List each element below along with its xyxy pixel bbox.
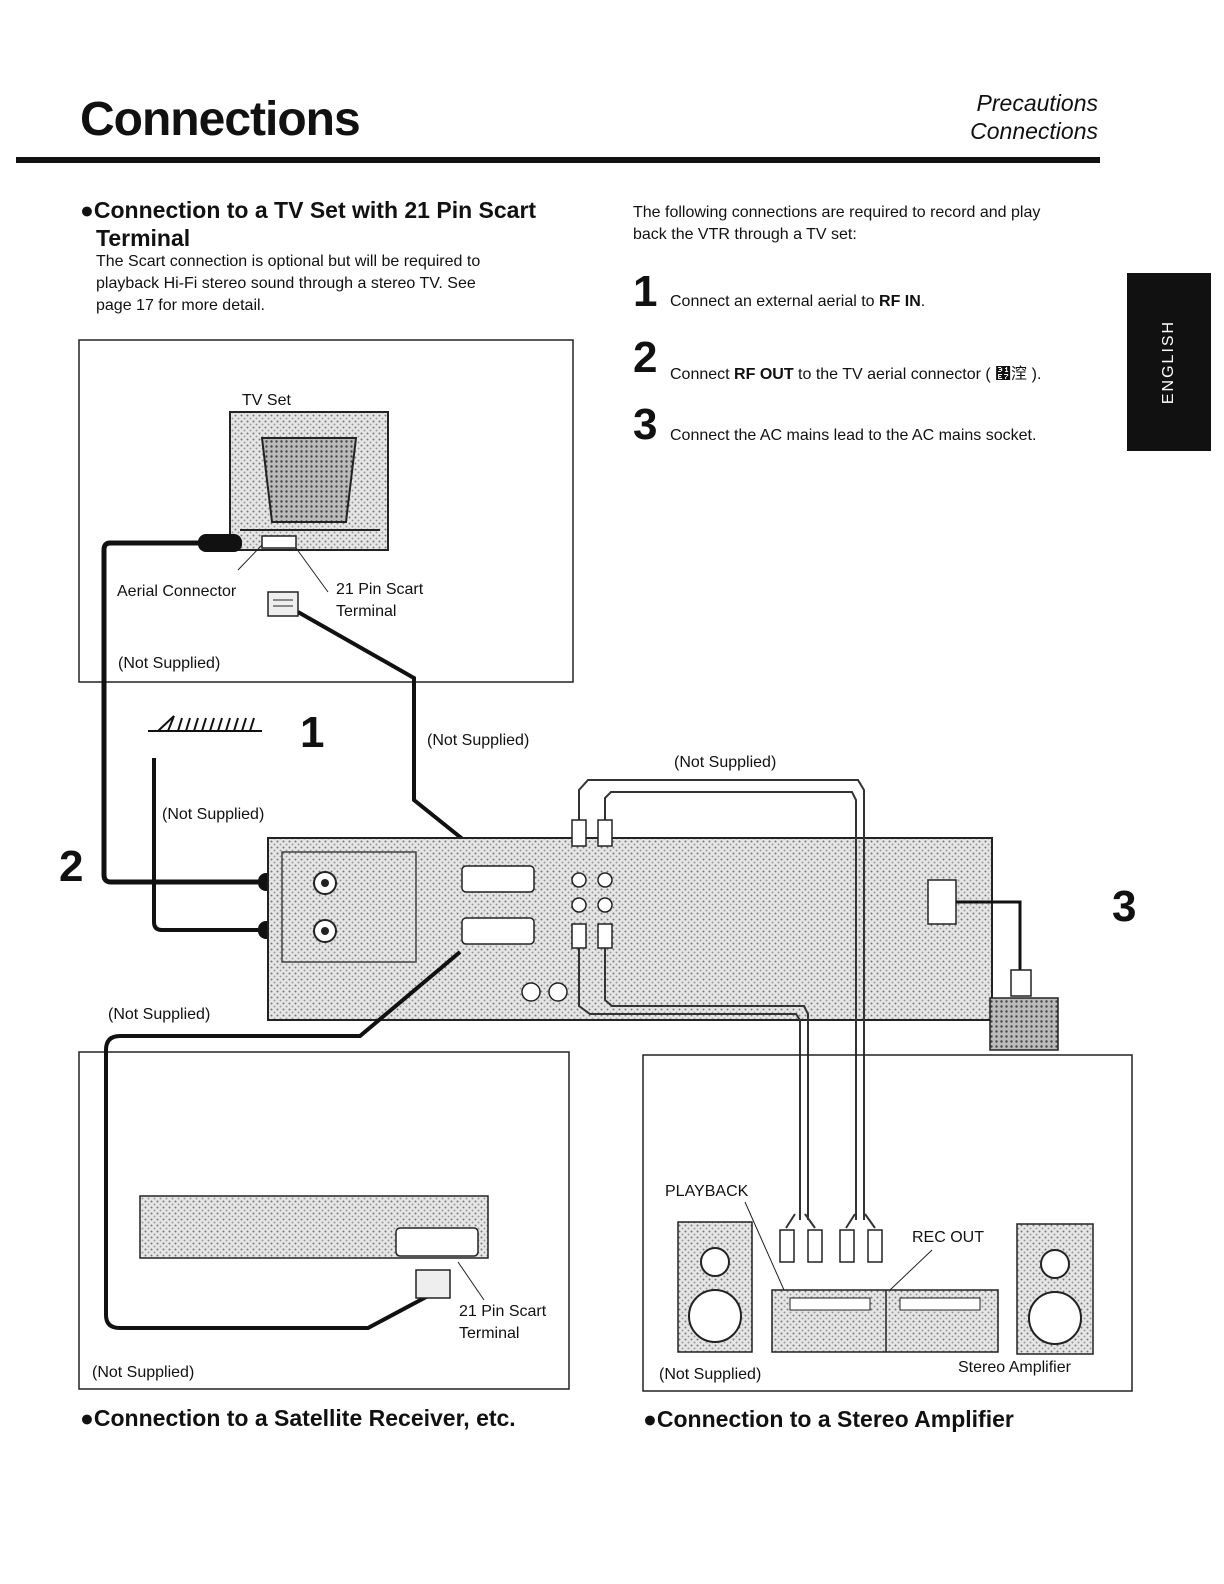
step-number: 2 — [633, 333, 658, 382]
step-1: 1 — [633, 270, 657, 314]
playback-leader — [744, 1201, 785, 1291]
label-not-supplied-satellite-scart: (Not Supplied) — [108, 1006, 211, 1023]
description-line: playback Hi-Fi stereo sound through a st… — [96, 275, 476, 292]
intro-line: The following connections are required t… — [633, 204, 1041, 221]
step-2-text: Connect RF OUT to the TV aerial connecto… — [670, 360, 1041, 384]
instructions-intro: The following connections are required t… — [633, 202, 1103, 246]
tv-section-description: The Scart connection is optional but wil… — [96, 251, 536, 317]
caption-satellite: ●Connection to a Satellite Receiver, etc… — [80, 1405, 516, 1431]
label-not-supplied-rca: (Not Supplied) — [674, 754, 777, 771]
step-3-text: Connect the AC mains lead to the AC main… — [670, 427, 1036, 445]
rca-split — [785, 1213, 876, 1229]
tv-section-heading-line2: Terminal — [96, 225, 191, 251]
tv-diagram-box — [78, 339, 574, 683]
tv-set-icon — [229, 411, 389, 551]
ac-plug — [1010, 969, 1032, 997]
rca-cables — [578, 779, 865, 1220]
scart-terminal-leader — [295, 547, 329, 593]
satellite-receiver-icon — [139, 1195, 489, 1259]
label-not-supplied-aerial: (Not Supplied) — [162, 806, 265, 823]
intro-line: back the VTR through a TV set: — [633, 226, 857, 243]
label-line: Terminal — [336, 603, 397, 620]
page-title: Connections — [80, 93, 361, 146]
label-aerial-connector: Aerial Connector — [117, 583, 237, 600]
speaker-right-icon — [1016, 1223, 1094, 1355]
tv-scart-cable — [267, 591, 472, 847]
label-line: 21 Pin Scart — [336, 581, 424, 598]
step-bold: RF IN — [879, 293, 921, 310]
step-3: 3 — [633, 403, 657, 447]
stereo-diagram-box — [642, 1054, 1133, 1392]
step-number: 3 — [633, 400, 658, 449]
callout-3: 3 — [1112, 882, 1137, 931]
label-not-supplied-tv: (Not Supplied) — [118, 655, 221, 672]
breadcrumb-connections[interactable]: Connections — [970, 118, 1098, 144]
language-tab[interactable]: ENGLISH — [1127, 273, 1211, 451]
satellite-scart-cable — [104, 950, 485, 1330]
label-not-supplied-scart: (Not Supplied) — [427, 732, 530, 749]
speaker-left-icon — [677, 1221, 753, 1353]
step-number: 1 — [633, 267, 658, 316]
step-text: Connect an external aerial to — [670, 293, 880, 310]
description-line: The Scart connection is optional but wil… — [96, 253, 481, 270]
label-stereo-amplifier: Stereo Amplifier — [958, 1359, 1071, 1376]
step-2: 2 — [633, 336, 657, 380]
aerial-lead — [152, 758, 258, 932]
label-playback: PLAYBACK — [665, 1183, 749, 1200]
label-tv-set: TV Set — [242, 392, 291, 409]
caption-stereo: ●Connection to a Stereo Amplifier — [643, 1406, 1014, 1432]
step-text: . — [920, 293, 926, 310]
rca-plugs — [571, 819, 883, 1263]
title-rule — [16, 157, 1100, 163]
step-text: Connect the AC mains lead to the AC main… — [670, 427, 1037, 444]
description-line: page 17 for more detail. — [96, 297, 265, 314]
tv-section-heading-line1: ●Connection to a TV Set with 21 Pin Scar… — [80, 197, 537, 223]
label-rec-out: REC OUT — [912, 1229, 984, 1246]
step-bold: RF OUT — [734, 366, 794, 383]
label-line: Terminal — [459, 1325, 520, 1342]
label-not-supplied-satellite: (Not Supplied) — [92, 1364, 195, 1381]
label-line: 21 Pin Scart — [459, 1303, 547, 1320]
breadcrumb-precautions[interactable]: Precautions — [976, 90, 1098, 116]
callout-1: 1 — [300, 708, 325, 757]
vcr-rear-panel — [267, 837, 1059, 1051]
callout-2: 2 — [59, 842, 84, 891]
ac-mains-lead — [956, 900, 1022, 992]
label-not-supplied-stereo: (Not Supplied) — [659, 1366, 762, 1383]
satellite-diagram-box — [78, 1051, 570, 1390]
aerial-connector-leader — [237, 544, 263, 571]
amplifier-icon — [771, 1289, 999, 1353]
step-1-text: Connect an external aerial to RF IN. — [670, 293, 925, 311]
step-text: Connect — [670, 366, 735, 383]
antenna-icon — [148, 715, 262, 732]
label-scart-terminal-tv: 21 Pin Scart Terminal — [336, 579, 423, 623]
label-scart-terminal-satellite: 21 Pin Scart Terminal — [459, 1301, 546, 1345]
rec-out-leader — [889, 1249, 933, 1291]
step-text: to the TV aerial connector ( ㇧㴏 ). — [793, 366, 1042, 383]
